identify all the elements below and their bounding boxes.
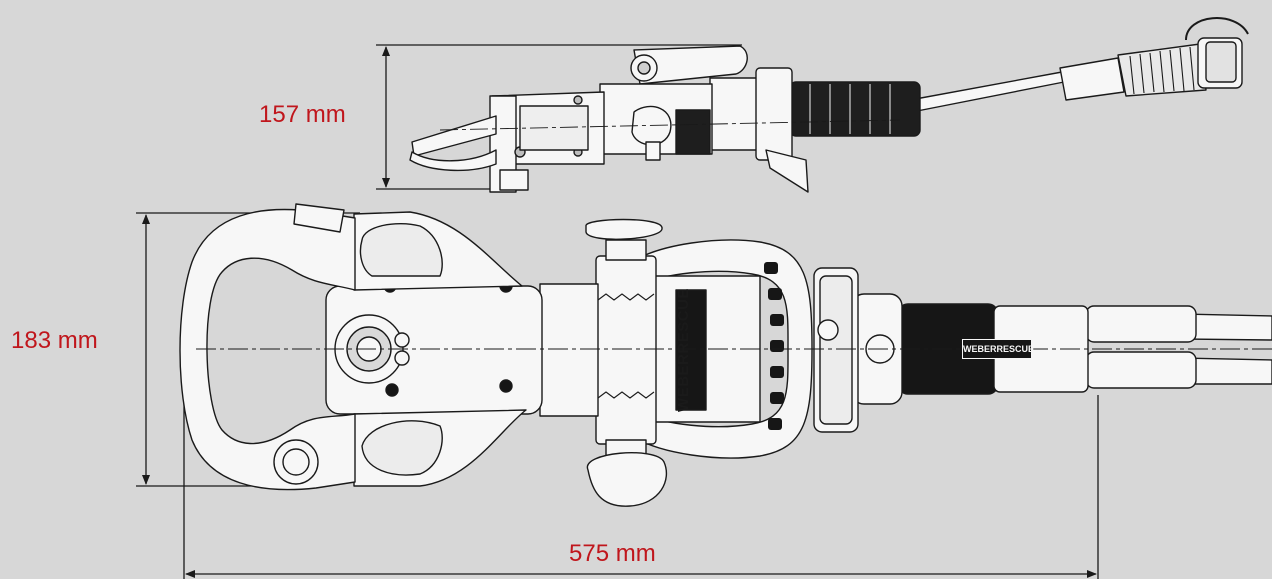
dimension-label-height-side: 157 mm bbox=[259, 101, 346, 128]
handle-logo: WEBERRESCUE bbox=[675, 288, 692, 412]
side-view bbox=[409, 17, 1249, 193]
grip-logo: WEBERRESCUE bbox=[962, 339, 1034, 359]
top-view bbox=[179, 203, 1272, 507]
dimension-label-height-top: 183 mm bbox=[11, 327, 98, 354]
dimension-label-length: 575 mm bbox=[569, 540, 656, 567]
